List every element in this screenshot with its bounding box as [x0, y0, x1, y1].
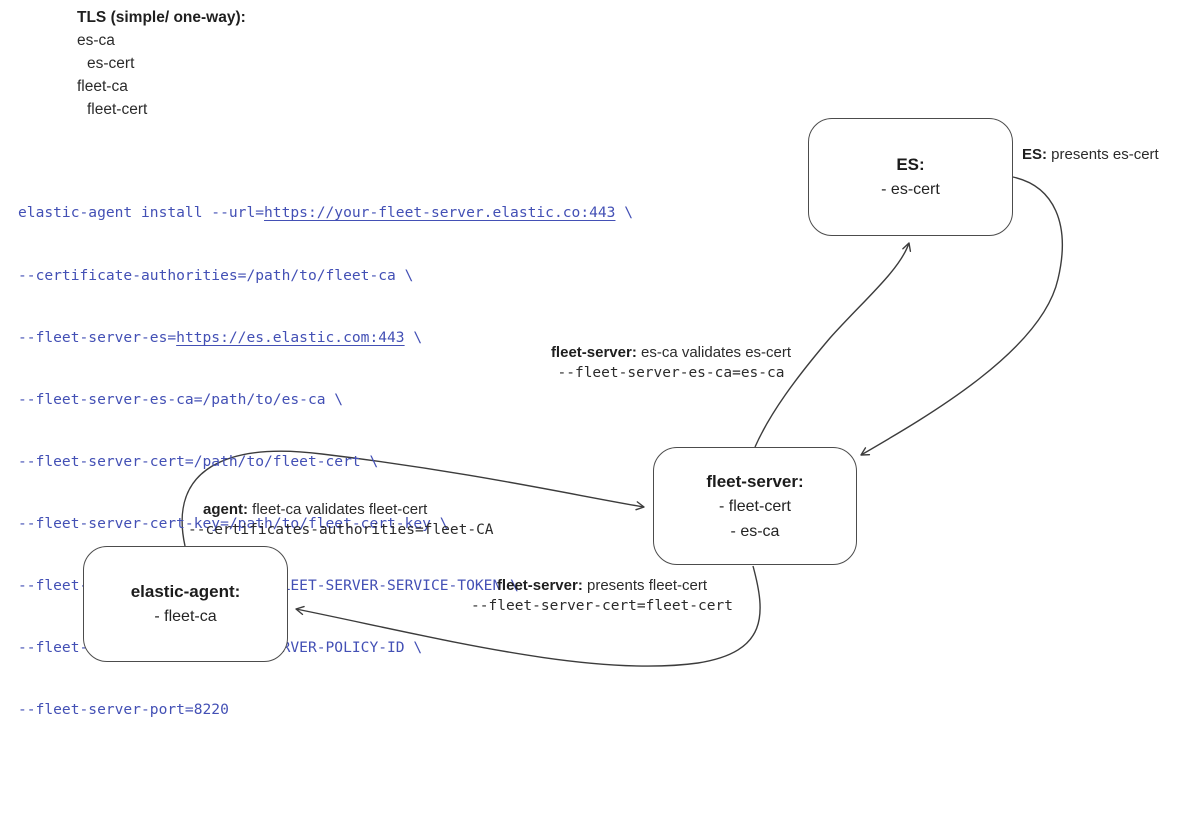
- node-fleet-server: fleet-server: - fleet-cert - es-ca: [653, 447, 857, 565]
- tls-notes: TLS (simple/ one-way): es-ca es-cert fle…: [77, 6, 246, 121]
- label-fleet-server-es-ca-flag: --fleet-server-es-ca=es-ca: [557, 364, 785, 381]
- command-line: --fleet-server-es=https://es.elastic.com…: [18, 328, 423, 346]
- command-line: --fleet-server-cert-key=/path/to/fleet-c…: [18, 514, 449, 532]
- node-fleet-server-item: - es-ca: [730, 522, 780, 540]
- label-certificates-authorities-flag: --certificates-authorities=fleet-CA: [188, 521, 494, 538]
- command-line: --certificate-authorities=/path/to/fleet…: [18, 266, 414, 284]
- node-fleet-server-item: - fleet-cert: [718, 497, 791, 515]
- node-es: ES: - es-cert: [808, 118, 1013, 236]
- node-elastic-agent-item: - fleet-ca: [154, 608, 217, 625]
- label-es-presents-es-cert: ES: presents es-cert: [1022, 146, 1159, 163]
- command-line: --fleet-server-cert=/path/to/fleet-cert …: [18, 452, 379, 470]
- note-item: fleet-ca: [77, 78, 128, 95]
- label-agent-validates-fleet-cert: agent: fleet-ca validates fleet-cert --c…: [188, 501, 494, 538]
- node-fleet-server-title: fleet-server:: [706, 471, 804, 491]
- command-line: --fleet-server-es-ca=/path/to/es-ca \: [18, 390, 344, 408]
- note-item: es-ca: [77, 32, 115, 49]
- tls-notes-title: TLS (simple/ one-way):: [77, 9, 246, 26]
- node-es-item: - es-cert: [881, 181, 940, 198]
- node-es-title: ES:: [896, 155, 925, 174]
- note-item: es-cert: [87, 55, 135, 72]
- command-line: elastic-agent install --url=https://your…: [18, 204, 634, 222]
- label-fleet-server-cert-flag: --fleet-server-cert=fleet-cert: [471, 597, 733, 614]
- command-line: --fleet-server-port=8220: [18, 701, 229, 719]
- es-url-link[interactable]: https://es.elastic.com:443: [176, 328, 405, 346]
- node-elastic-agent-title: elastic-agent:: [130, 582, 241, 601]
- note-item: fleet-cert: [87, 101, 148, 118]
- node-elastic-agent: elastic-agent: - fleet-ca: [83, 546, 288, 662]
- label-fleet-server-validates-es-cert: fleet-server: es-ca validates es-cert --…: [540, 344, 802, 382]
- label-fleet-server-presents-fleet-cert: fleet-server: presents fleet-cert --flee…: [458, 577, 746, 615]
- fleet-server-url-link[interactable]: https://your-fleet-server.elastic.co:443: [264, 204, 616, 222]
